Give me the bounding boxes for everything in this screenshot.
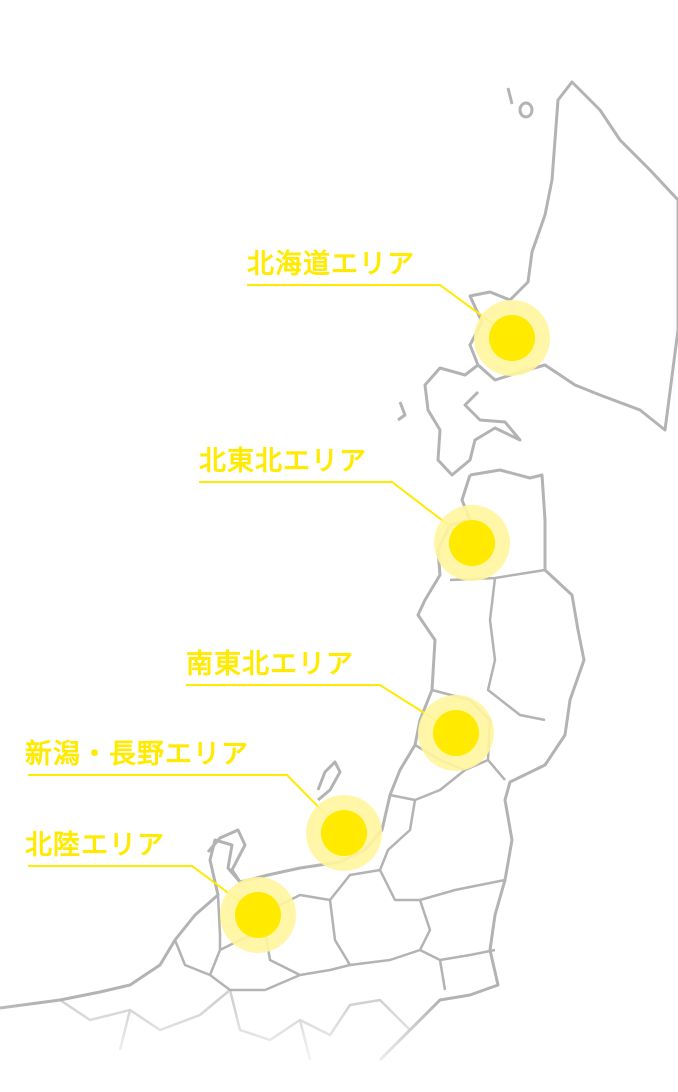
rishiri-island — [506, 87, 534, 119]
sado-island — [316, 760, 342, 802]
oshima-peninsula — [423, 363, 522, 477]
area-label-niigata-nagano[interactable]: 新潟・長野エリア — [25, 739, 249, 770]
leader-lines — [28, 284, 513, 916]
bottom-fade — [0, 1002, 678, 1092]
kitatohoku-leader — [199, 481, 473, 544]
area-label-kitatohoku[interactable]: 北東北エリア — [199, 446, 367, 477]
honshu-east-coast — [378, 468, 586, 1062]
hokkaido-leader — [247, 284, 513, 339]
noto-peninsula — [206, 828, 247, 883]
area-label-minamitohoku[interactable]: 南東北エリア — [186, 649, 354, 680]
area-label-hokuriku[interactable]: 北陸エリア — [25, 830, 165, 861]
area-markers — [220, 300, 550, 953]
niigata-nagano-marker[interactable] — [321, 810, 367, 856]
okushiri-island — [397, 401, 407, 422]
hokkaido-outline — [468, 80, 678, 432]
minamitohoku-leader — [186, 684, 457, 734]
hokkaido-marker[interactable] — [489, 315, 535, 361]
kitatohoku-marker[interactable] — [449, 520, 495, 566]
hokuriku-marker[interactable] — [235, 892, 281, 938]
area-label-hokkaido[interactable]: 北海道エリア — [247, 249, 415, 280]
minamitohoku-marker[interactable] — [433, 710, 479, 756]
